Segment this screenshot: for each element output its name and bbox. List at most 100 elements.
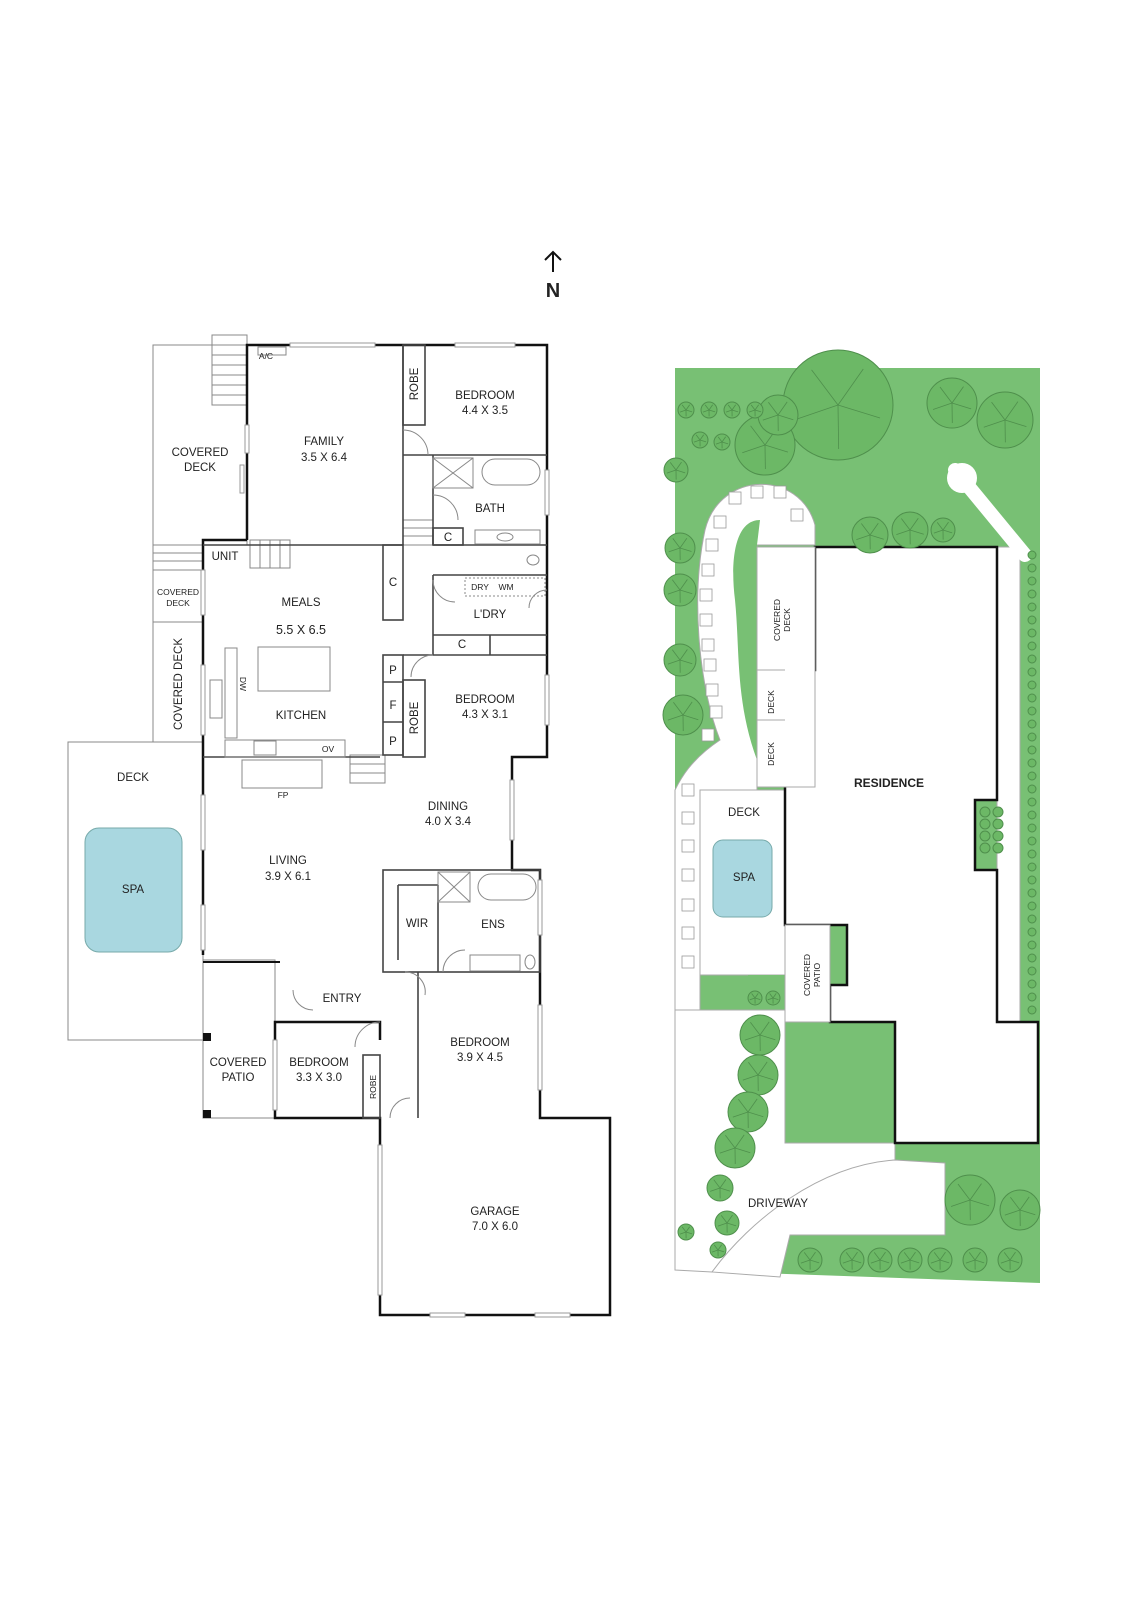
tree-icon xyxy=(797,1247,823,1273)
interior-walls xyxy=(203,344,547,1119)
cooktop-icon xyxy=(253,740,277,756)
tree-icon xyxy=(976,391,1034,449)
tree-icon xyxy=(897,1247,923,1273)
tree-icon xyxy=(723,401,741,419)
paver xyxy=(681,839,695,853)
room-dims-dining: 4.0 X 3.4 xyxy=(425,816,472,828)
hedge-icon xyxy=(1027,940,1037,950)
tree-icon xyxy=(757,394,799,436)
tree-icon xyxy=(706,1174,734,1202)
paver xyxy=(790,508,804,522)
covered-deck-label: COVERED xyxy=(772,599,782,641)
robe-label: ROBE xyxy=(409,701,421,734)
paver xyxy=(699,588,713,602)
fridge-label: F xyxy=(389,700,396,712)
paver xyxy=(681,868,695,882)
room-dims-bedroom: 3.9 X 4.5 xyxy=(457,1052,503,1064)
tree-icon xyxy=(891,511,929,549)
covered-patio-label: COVERED xyxy=(210,1057,267,1069)
dryer-label: DRY xyxy=(471,582,489,592)
room-dims-bedroom: 4.4 X 3.5 xyxy=(462,405,508,417)
fixtures xyxy=(209,346,546,972)
windows xyxy=(200,342,571,1318)
room-dims-family: 3.5 X 6.4 xyxy=(301,452,348,464)
hedge-icon xyxy=(1027,966,1037,976)
covered-patio-label: COVERED xyxy=(802,954,812,996)
unit-label: UNIT xyxy=(212,551,239,563)
paver xyxy=(699,613,713,627)
exterior-walls xyxy=(245,343,612,1317)
tree-icon xyxy=(997,1247,1023,1273)
room-name-ensuite: ENS xyxy=(481,919,505,931)
tree-icon xyxy=(677,401,695,419)
room-name-dining: DINING xyxy=(428,801,468,813)
covered-deck-label: COVERED DECK xyxy=(173,638,185,730)
hedge-icon xyxy=(1027,953,1037,963)
hedge-icon xyxy=(1027,680,1037,690)
room-name-living: LIVING xyxy=(269,855,307,867)
room-name-family: FAMILY xyxy=(304,436,344,448)
covered-deck-label: DECK xyxy=(166,598,190,608)
bathtub-icon xyxy=(481,458,541,486)
paver xyxy=(773,485,787,499)
ac-label: A/C xyxy=(259,351,273,361)
shrub-icon xyxy=(992,842,1004,854)
room-name-bedroom: BEDROOM xyxy=(450,1037,509,1049)
room-name-wir: WIR xyxy=(406,918,428,930)
shower-icon xyxy=(432,457,474,489)
tree-icon xyxy=(999,1189,1041,1231)
tree-icon xyxy=(714,1210,740,1236)
shrub-icon xyxy=(979,818,991,830)
hedge-icon xyxy=(1027,992,1037,1002)
shrub-icon xyxy=(979,842,991,854)
driveway-label: DRIVEWAY xyxy=(748,1198,808,1210)
cupboard-label: C xyxy=(444,532,452,544)
hedge-icon xyxy=(1027,797,1037,807)
tree-icon xyxy=(867,1247,893,1273)
hedge-icon xyxy=(1027,836,1037,846)
hedge-icon xyxy=(1027,654,1037,664)
room-name-bedroom: BEDROOM xyxy=(289,1057,348,1069)
hedge-icon xyxy=(1027,758,1037,768)
room-name-meals: MEALS xyxy=(282,597,321,609)
floor-plan: FAMILY 3.5 X 6.4 BEDROOM 4.4 X 3.5 BATH … xyxy=(67,334,612,1318)
tree-icon xyxy=(927,1247,953,1273)
paver xyxy=(705,538,719,552)
paver xyxy=(681,898,695,912)
robe-label: ROBE xyxy=(368,1075,378,1099)
paver xyxy=(681,811,695,825)
covered-patio xyxy=(202,959,276,1119)
room-name-bath: BATH xyxy=(475,503,505,515)
hedge-icon xyxy=(1027,602,1037,612)
tree-icon xyxy=(962,1247,988,1273)
tree-icon xyxy=(747,990,763,1006)
hedge-icon xyxy=(1027,888,1037,898)
room-name-garage: GARAGE xyxy=(470,1206,520,1218)
hedge-icon xyxy=(1027,615,1037,625)
paver xyxy=(703,658,717,672)
hedge-icon xyxy=(1027,784,1037,794)
deck-label: DECK xyxy=(117,772,149,784)
tree-icon xyxy=(737,1054,779,1096)
fireplace-label: FP xyxy=(278,790,289,800)
tree-icon xyxy=(851,516,889,554)
driveway xyxy=(711,1159,946,1278)
pantry-label: P xyxy=(389,665,397,677)
hedge-icon xyxy=(1027,550,1037,560)
shrub-icon xyxy=(992,818,1004,830)
tree-icon xyxy=(663,643,697,677)
spa-pool xyxy=(84,827,183,953)
paver xyxy=(709,705,723,719)
tree-icon xyxy=(739,1014,781,1056)
room-name-kitchen: KITCHEN xyxy=(276,710,326,722)
tree-icon xyxy=(677,1223,695,1241)
covered-deck-label: COVERED xyxy=(157,587,199,597)
tree-icon xyxy=(839,1247,865,1273)
room-dims-living: 3.9 X 6.1 xyxy=(265,871,311,883)
tree-icon xyxy=(727,1091,769,1133)
hedge-icon xyxy=(1027,693,1037,703)
hedge-icon xyxy=(1027,576,1037,586)
paver xyxy=(705,683,719,697)
paver xyxy=(728,491,742,505)
covered-deck-label: DECK xyxy=(782,608,792,632)
